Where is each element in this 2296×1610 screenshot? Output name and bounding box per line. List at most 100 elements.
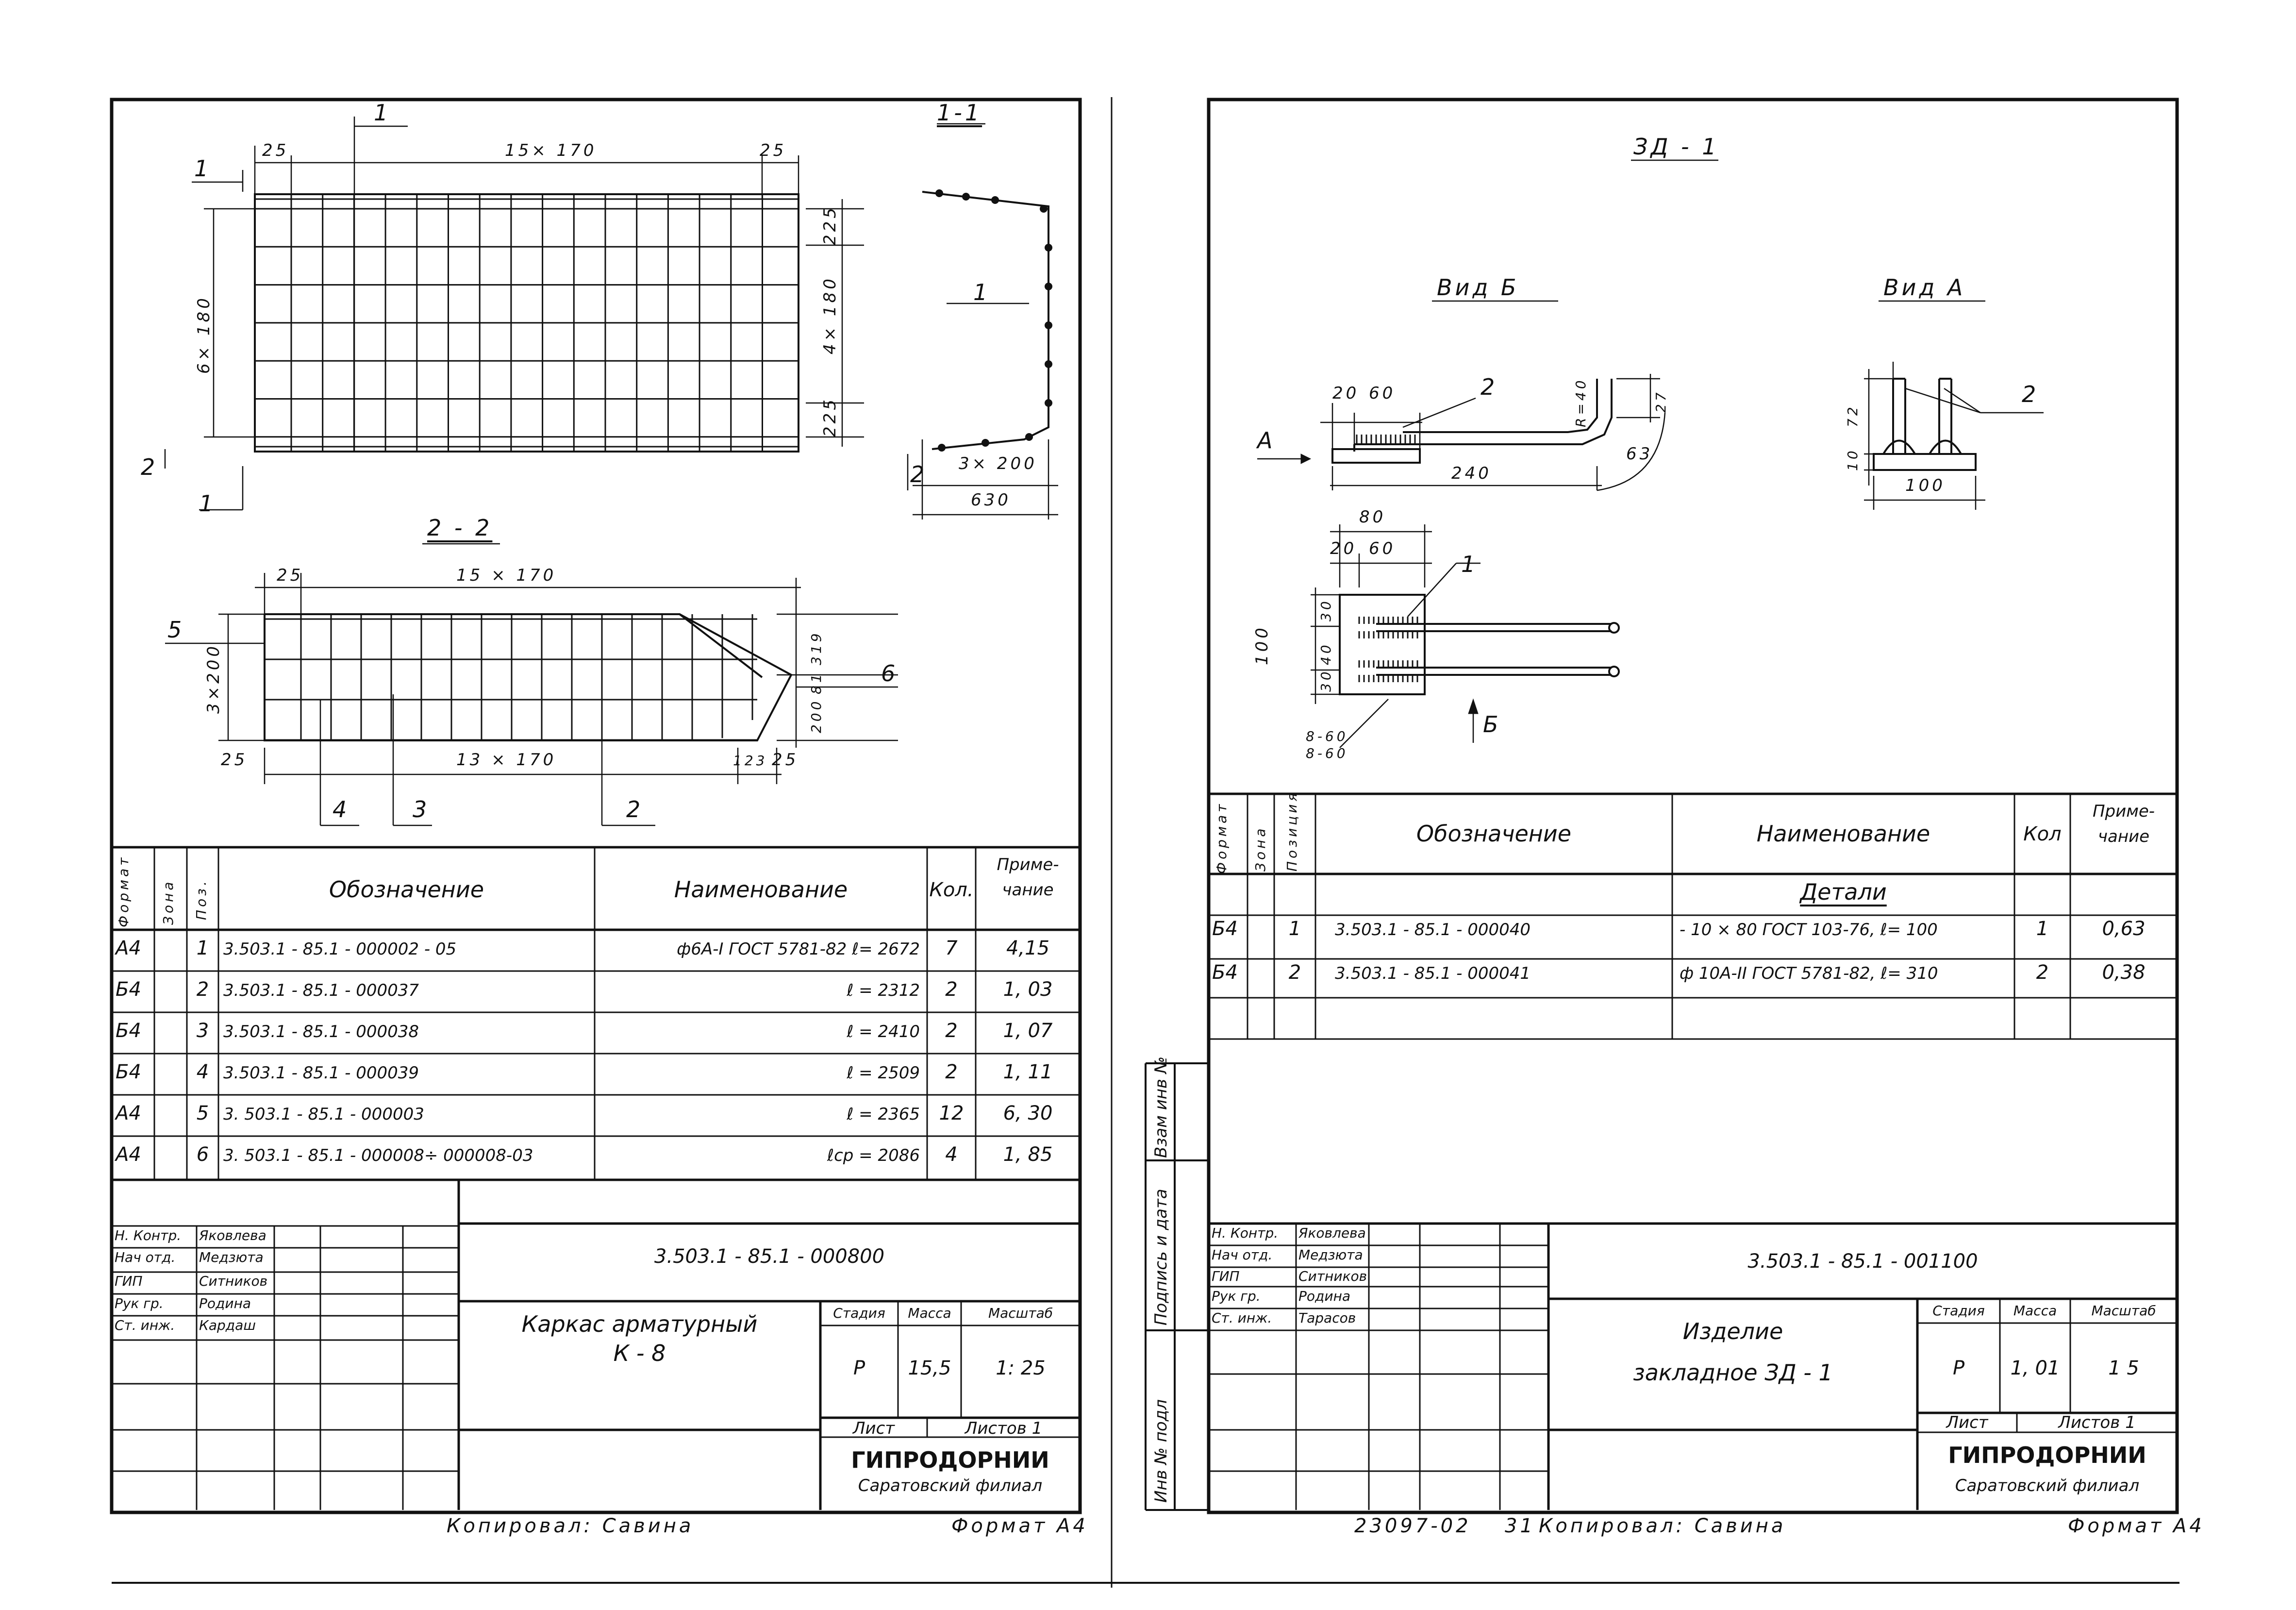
table-row-name: - 10 × 80 ГОСТ 103-76, ℓ= 100: [1680, 920, 1938, 939]
dim-s22-bot-25b: 25: [772, 750, 799, 770]
col-name: Наименование: [674, 876, 848, 903]
signature-name: Родина: [1298, 1288, 1351, 1304]
table-row-note: 1, 03: [1003, 978, 1053, 1001]
right-stamp: 23097-02: [1354, 1515, 1471, 1537]
table-row-pos: 2: [196, 978, 209, 1001]
dim-3x200: 3× 200: [959, 454, 1037, 473]
table-row-format: А4: [116, 937, 141, 959]
right-format: Формат А4: [2068, 1515, 2205, 1537]
dim-s22-bot-25a: 25: [221, 750, 248, 770]
table-row-designation: 3.503.1 - 85.1 - 000040: [1335, 920, 1531, 939]
side-podpis: Подпись и дата: [1151, 1189, 1171, 1325]
table-row-note: 6, 30: [1003, 1102, 1053, 1124]
col-zone: Зона: [160, 879, 176, 925]
callout-2-bottom: 2: [626, 796, 644, 822]
left-sheet-label: Лист: [852, 1419, 895, 1438]
dim-80: 80: [1359, 507, 1386, 527]
table-row-format: Б4: [1212, 961, 1238, 984]
signature-name: Кардаш: [199, 1317, 256, 1333]
signature-name: Яковлева: [199, 1227, 266, 1243]
callout-2-view-a: 2: [2022, 381, 2039, 407]
table-row-name: ℓ = 2365: [847, 1105, 920, 1124]
callout-1-section: 1: [973, 279, 991, 305]
table-row-designation: 3. 503.1 - 85.1 - 000003: [223, 1105, 424, 1124]
left-copied: Копировал: Савина: [447, 1515, 694, 1537]
signature-role: Ст. инж.: [115, 1317, 175, 1333]
dim-100v: 100: [1252, 625, 1272, 665]
r-col-name: Наименование: [1756, 821, 1930, 847]
table-row-name: ℓ = 2312: [847, 981, 920, 1000]
weld-note-1: 8-60: [1306, 728, 1348, 744]
signature-role: Ст. инж.: [1212, 1310, 1272, 1326]
signature-name: Медзюта: [199, 1249, 264, 1265]
r-col-format: Формат: [1214, 801, 1230, 874]
r-col-zone: Зона: [1252, 825, 1268, 872]
dim-s22-123: 123: [733, 753, 768, 769]
view-b-label: Вид Б: [1437, 274, 1519, 301]
side-inv-podl: Инв № подл: [1151, 1399, 1171, 1503]
left-branch: Саратовский филиал: [858, 1476, 1043, 1495]
r-section-details: Детали: [1800, 879, 1887, 905]
left-sheets-label: Листов 1: [965, 1419, 1043, 1438]
table-row-format: Б4: [116, 1020, 141, 1042]
table-row-designation: 3.503.1 - 85.1 - 000038: [223, 1022, 419, 1041]
table-row-qty: 12: [939, 1102, 964, 1124]
signature-name: Ситников: [199, 1273, 268, 1289]
dim-top-span: 15× 170: [505, 141, 597, 160]
table-row-designation: 3.503.1 - 85.1 - 000002 - 05: [223, 939, 457, 959]
dim-630: 630: [971, 490, 1011, 510]
right-title: ЗД - 1: [1633, 134, 1719, 160]
signature-name: Родина: [199, 1295, 251, 1311]
dim-60: 60: [1369, 384, 1396, 403]
left-org: ГИПРОДОРНИИ: [851, 1447, 1049, 1473]
dim-225a: 225: [820, 205, 840, 245]
arrow-a-label: А: [1257, 427, 1276, 453]
right-page-no: 31: [1505, 1515, 1535, 1537]
right-doc-number: 3.503.1 - 85.1 - 001100: [1747, 1250, 1978, 1273]
table-row-note: 0,63: [2102, 918, 2146, 940]
table-row-designation: 3. 503.1 - 85.1 - 000008÷ 000008-03: [223, 1146, 533, 1165]
dim-s22-81: 81: [808, 671, 824, 694]
dim-72: 72: [1845, 404, 1861, 427]
callout-1-left-top: 1: [194, 155, 212, 182]
right-title-line1: Изделие: [1682, 1318, 1783, 1344]
signature-role: Рук гр.: [1212, 1288, 1261, 1304]
table-row-pos: 1: [196, 937, 209, 959]
table-row-format: Б4: [116, 978, 141, 1001]
left-format: Формат А4: [951, 1515, 1088, 1537]
dim-225b: 225: [820, 397, 840, 437]
table-row-designation: 3.503.1 - 85.1 - 000037: [223, 981, 419, 1000]
table-row-name: ℓср = 2086: [827, 1146, 920, 1165]
callout-2-view-b: 2: [1481, 374, 1498, 400]
table-row-name: ф 10А-II ГОСТ 5781-82, ℓ= 310: [1680, 964, 1938, 983]
dim-s22-3x200: 3×200: [204, 643, 223, 714]
dim-10: 10: [1845, 448, 1861, 471]
table-row-note: 1, 85: [1003, 1143, 1053, 1166]
col-format: Формат: [116, 855, 132, 927]
table-row-note: 1, 07: [1003, 1020, 1053, 1042]
dim-4x180: 4× 180: [820, 276, 840, 354]
dim-30b: 30: [1318, 669, 1334, 692]
table-row-pos: 1: [1288, 918, 1301, 940]
right-mass: 1, 01: [2010, 1357, 2060, 1379]
dim-s22-bot-span: 13 × 170: [456, 750, 557, 770]
weld-note-2: 8-60: [1306, 745, 1348, 761]
signature-name: Тарасов: [1298, 1310, 1356, 1326]
col-designation: Обозначение: [329, 876, 484, 903]
r-col-qty: Кол: [2023, 823, 2062, 845]
dim-6x180: 6× 180: [194, 295, 214, 374]
table-row-pos: 4: [196, 1061, 209, 1083]
table-row-format: А4: [116, 1102, 141, 1124]
dim-100h: 100: [1905, 476, 1946, 495]
callout-1-top: 1: [374, 100, 391, 126]
table-row-name: ℓ = 2509: [847, 1063, 920, 1083]
left-scale: 1: 25: [996, 1357, 1046, 1379]
dim-top-25b: 25: [760, 141, 787, 160]
dim-s22-span: 15 × 170: [456, 566, 557, 585]
table-row-note: 1, 11: [1003, 1061, 1053, 1083]
dim-top-25a: 25: [262, 141, 289, 160]
table-row-name: ф6А-I ГОСТ 5781-82 ℓ= 2672: [677, 939, 920, 959]
right-branch: Саратовский филиал: [1955, 1476, 2140, 1495]
signature-role: Н. Контр.: [115, 1227, 182, 1243]
